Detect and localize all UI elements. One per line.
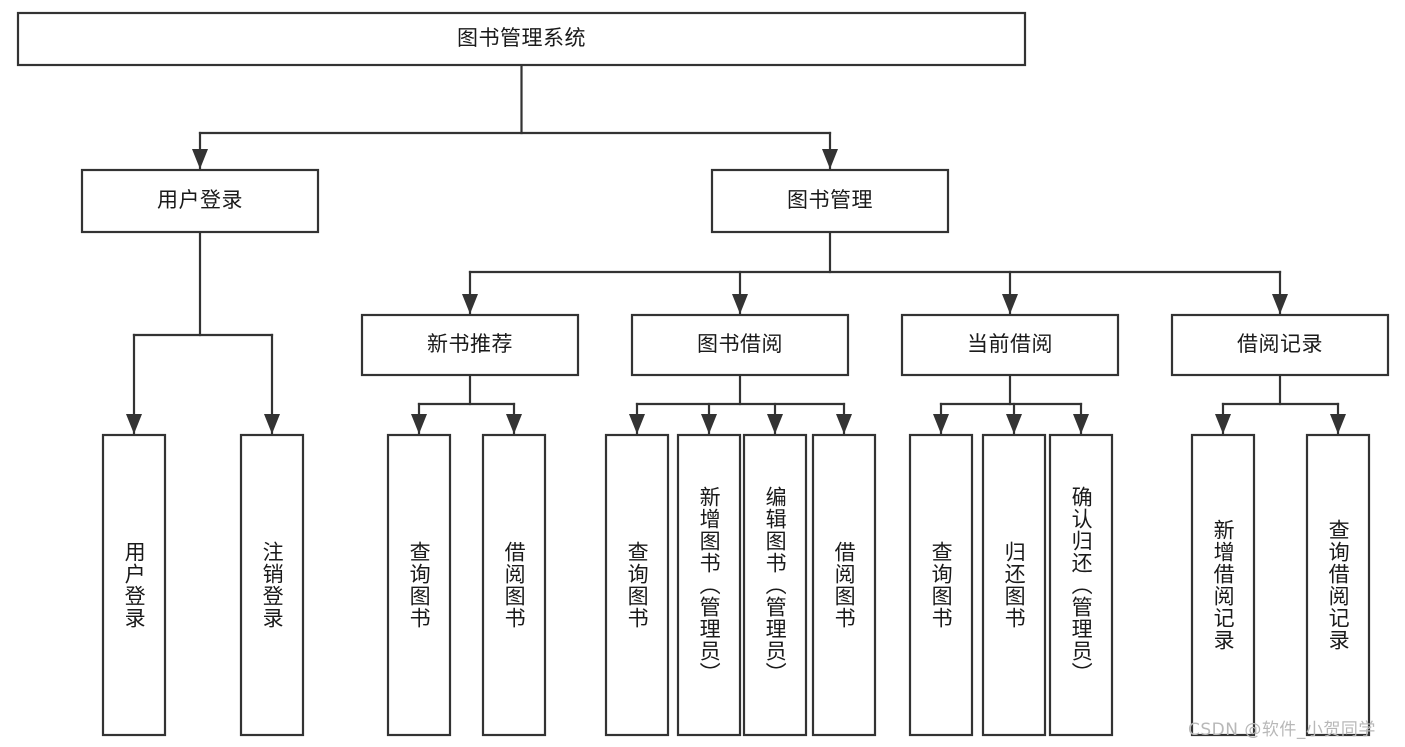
node-确认归还管理员-leaf[interactable] xyxy=(1048,433,1114,737)
node-注销登录-leaf[interactable] xyxy=(239,433,305,737)
arrow-head-icon xyxy=(1006,414,1022,434)
arrow-head-icon xyxy=(1272,294,1288,314)
arrow-head-icon xyxy=(822,149,838,169)
node-图书借阅-l3[interactable] xyxy=(630,313,850,377)
node-图书管理系统-root[interactable] xyxy=(16,11,1027,67)
node-新书推荐-l3[interactable] xyxy=(360,313,580,377)
arrow-head-icon xyxy=(192,149,208,169)
node-查询借阅记录-leaf[interactable] xyxy=(1305,433,1371,737)
node-查询图书-leaf[interactable] xyxy=(908,433,974,737)
arrow-head-icon xyxy=(836,414,852,434)
node-编辑图书管理员-leaf[interactable] xyxy=(742,433,808,737)
node-图书管理-l2[interactable] xyxy=(710,168,950,234)
node-用户登录-l2[interactable] xyxy=(80,168,320,234)
node-新增图书管理员-leaf[interactable] xyxy=(676,433,742,737)
arrow-head-icon xyxy=(629,414,645,434)
arrow-head-icon xyxy=(506,414,522,434)
arrow-head-icon xyxy=(1073,414,1089,434)
arrow-head-icon xyxy=(1002,294,1018,314)
connectors-layer xyxy=(126,63,1346,435)
arrow-head-icon xyxy=(1215,414,1231,434)
node-新增借阅记录-leaf[interactable] xyxy=(1190,433,1256,737)
arrow-head-icon xyxy=(701,414,717,434)
arrow-head-icon xyxy=(411,414,427,434)
node-借阅图书-leaf[interactable] xyxy=(481,433,547,737)
node-借阅图书-leaf[interactable] xyxy=(811,433,877,737)
node-查询图书-leaf[interactable] xyxy=(386,433,452,737)
node-借阅记录-l3[interactable] xyxy=(1170,313,1390,377)
node-boxes-layer xyxy=(16,11,1390,737)
arrow-head-icon xyxy=(732,294,748,314)
arrow-head-icon xyxy=(264,414,280,434)
arrow-head-icon xyxy=(1330,414,1346,434)
arrow-head-icon xyxy=(933,414,949,434)
node-查询图书-leaf[interactable] xyxy=(604,433,670,737)
node-用户登录-leaf[interactable] xyxy=(101,433,167,737)
node-当前借阅-l3[interactable] xyxy=(900,313,1120,377)
csdn-watermark: CSDN @软件_小贺同学 xyxy=(1188,720,1376,740)
arrow-head-icon xyxy=(462,294,478,314)
arrow-head-icon xyxy=(767,414,783,434)
node-归还图书-leaf[interactable] xyxy=(981,433,1047,737)
arrow-head-icon xyxy=(126,414,142,434)
